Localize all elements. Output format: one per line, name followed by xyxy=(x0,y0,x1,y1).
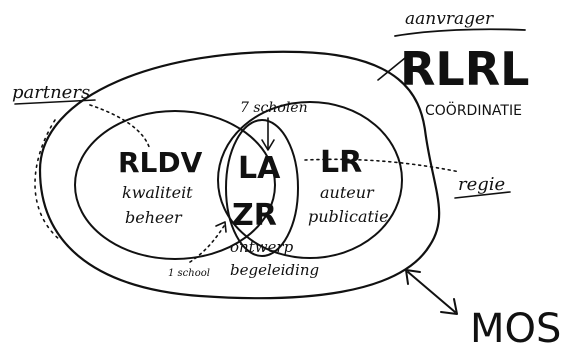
aanvrager-label: aanvrager xyxy=(405,9,494,29)
partners-underline xyxy=(14,99,96,105)
coordinatie-label: COÖRDINATIE xyxy=(425,101,522,119)
regie-label: regie xyxy=(458,174,505,195)
partners-label: partners xyxy=(12,82,90,103)
regie-pointer xyxy=(304,158,461,173)
right-ellipse xyxy=(217,101,403,259)
partners-pointer xyxy=(89,104,151,151)
partners-dotted-outer xyxy=(34,119,61,241)
center-ellipse xyxy=(225,119,299,257)
left-ellipse xyxy=(74,110,276,260)
een-school-label: 1 school xyxy=(168,268,210,279)
mos-double-arrow xyxy=(407,271,456,313)
lr-label: LR xyxy=(320,145,362,180)
rlrl-connector xyxy=(377,57,406,81)
la-label: LA xyxy=(238,151,281,186)
begeleiding-label: begeleiding xyxy=(230,261,319,279)
mos-arrowhead-bottom xyxy=(440,298,458,315)
mos-arrowhead-top xyxy=(405,269,421,285)
een-school-pointer xyxy=(189,225,225,263)
rldv-label: RLDV xyxy=(118,146,203,179)
outer-ellipse xyxy=(38,50,441,300)
een-school-arrowhead xyxy=(215,221,227,233)
auteur-label: auteur xyxy=(320,183,375,202)
aanvrager-underline xyxy=(394,28,526,37)
ontwerp-label: ontwerp xyxy=(230,238,294,256)
kwaliteit-label: kwaliteit xyxy=(122,183,193,202)
scholen-arrowhead xyxy=(261,139,275,151)
rlrl-label: RLRL xyxy=(400,42,529,96)
zeven-scholen-label: 7 scholen xyxy=(240,100,308,116)
regie-underline xyxy=(454,191,511,199)
beheer-label: beheer xyxy=(125,208,183,227)
publicatie-label: publicatie xyxy=(308,207,389,226)
zr-label: ZR xyxy=(232,198,277,233)
mos-label: MOS xyxy=(470,306,561,352)
